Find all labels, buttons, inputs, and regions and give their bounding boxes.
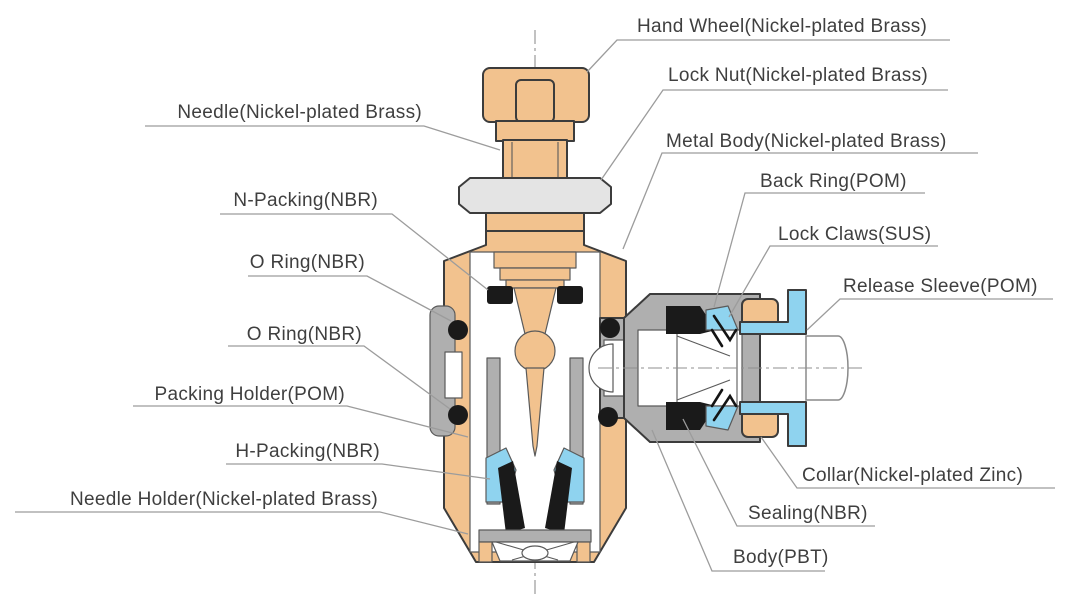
needle-holder-shape <box>478 529 592 543</box>
valve-assembly <box>429 67 627 563</box>
leader-release-sleeve <box>806 298 1053 331</box>
h-packing-seal-right <box>545 461 572 534</box>
leader-packing-holder <box>133 405 469 438</box>
needle-holder-tab-left <box>478 541 493 563</box>
lock-nut-label: Lock Nut(Nickel-plated Brass) <box>668 65 928 86</box>
sealing-bottom-shape <box>666 402 716 430</box>
o-ring-lower-shape <box>448 405 468 425</box>
back-ring-top-shape <box>705 305 739 331</box>
leader-needle <box>145 125 501 151</box>
leader-h-packing <box>226 463 491 480</box>
o-ring-lower-label: O Ring(NBR) <box>247 324 362 345</box>
leader-body-pbt <box>651 429 825 572</box>
hand-wheel-neck-shape <box>495 120 575 142</box>
label-h-packing: H-Packing(NBR) <box>226 441 491 480</box>
lock-claws-top-shape <box>710 314 738 348</box>
needle-ball-shape <box>514 330 556 372</box>
side-holder-notch <box>444 351 463 399</box>
n-packing-label: N-Packing(NBR) <box>233 190 378 211</box>
leader-metal-body <box>622 152 978 250</box>
label-sealing: Sealing(NBR) <box>682 418 875 527</box>
needle-tip-shape <box>525 367 545 457</box>
release-sleeve-top-shape <box>739 289 807 335</box>
label-metal-body: Metal Body(Nickel-plated Brass) <box>622 131 978 250</box>
needle-step-2 <box>499 267 571 281</box>
packing-holder-label: Packing Holder(POM) <box>155 384 345 405</box>
label-needle-holder: Needle Holder(Nickel-plated Brass) <box>15 489 469 535</box>
fitting-assembly <box>588 289 862 447</box>
release-sleeve-label: Release Sleeve(POM) <box>843 276 1038 297</box>
needle-stem-shape <box>502 139 568 181</box>
n-packing-right-shape <box>557 286 583 304</box>
label-back-ring: Back Ring(POM) <box>713 171 925 308</box>
hand-wheel-label: Hand Wheel(Nickel-plated Brass) <box>637 16 927 37</box>
leader-o-ring-lower <box>228 345 451 410</box>
body-pbt-label: Body(PBT) <box>733 547 829 568</box>
needle-thread-lines <box>511 142 559 178</box>
label-o-ring-lower: O Ring(NBR) <box>228 324 451 410</box>
needle-step-1 <box>493 251 577 269</box>
leader-lock-nut <box>600 89 948 181</box>
needle-holder-label: Needle Holder(Nickel-plated Brass) <box>70 489 378 510</box>
label-collar: Collar(Nickel-plated Zinc) <box>760 436 1055 489</box>
release-sleeve-bottom-shape <box>739 401 807 447</box>
sealing-label: Sealing(NBR) <box>748 503 868 524</box>
leader-collar <box>760 436 1055 489</box>
label-lock-claws: Lock Claws(SUS) <box>728 224 938 318</box>
o-ring-upper-shape <box>448 320 468 340</box>
leader-hand-wheel <box>586 39 950 73</box>
leader-lock-claws <box>728 245 938 318</box>
label-needle: Needle(Nickel-plated Brass) <box>145 102 501 151</box>
joint-o-ring-bottom <box>598 407 618 427</box>
label-release-sleeve: Release Sleeve(POM) <box>806 276 1053 331</box>
collar-label: Collar(Nickel-plated Zinc) <box>802 465 1023 486</box>
leader-sealing <box>682 418 875 527</box>
label-lock-nut: Lock Nut(Nickel-plated Brass) <box>600 65 948 181</box>
label-n-packing: N-Packing(NBR) <box>220 190 489 291</box>
lock-claws-label: Lock Claws(SUS) <box>778 224 931 245</box>
label-body-pbt: Body(PBT) <box>651 429 829 572</box>
leader-n-packing <box>220 213 489 291</box>
metal-body-label: Metal Body(Nickel-plated Brass) <box>666 131 947 152</box>
back-ring-bottom-shape <box>705 405 739 431</box>
label-o-ring-upper: O Ring(NBR) <box>248 252 452 322</box>
outlet-seat <box>521 545 549 561</box>
needle-step-3 <box>505 279 565 289</box>
label-hand-wheel: Hand Wheel(Nickel-plated Brass) <box>586 16 950 73</box>
h-packing-seal-left <box>498 461 525 534</box>
joint-o-ring-top <box>600 318 620 338</box>
h-packing-label: H-Packing(NBR) <box>235 441 380 462</box>
leader-back-ring <box>713 192 925 308</box>
leader-o-ring-upper <box>248 275 452 322</box>
n-packing-left-shape <box>487 286 513 304</box>
labels-right: Hand Wheel(Nickel-plated Brass) Lock Nut… <box>586 16 1055 572</box>
back-ring-label: Back Ring(POM) <box>760 171 907 192</box>
sealing-top-shape <box>666 306 716 334</box>
o-ring-upper-label: O Ring(NBR) <box>250 252 365 273</box>
labels-left: Needle(Nickel-plated Brass) N-Packing(NB… <box>15 102 501 535</box>
leader-needle-holder <box>15 511 469 535</box>
needle-label: Needle(Nickel-plated Brass) <box>177 102 422 123</box>
hand-wheel-knob-shape <box>515 79 555 123</box>
needle-holder-tab-right <box>576 541 591 563</box>
lock-claws-bottom-shape <box>710 388 738 422</box>
lock-nut-shape <box>458 177 612 214</box>
label-packing-holder: Packing Holder(POM) <box>133 384 469 438</box>
